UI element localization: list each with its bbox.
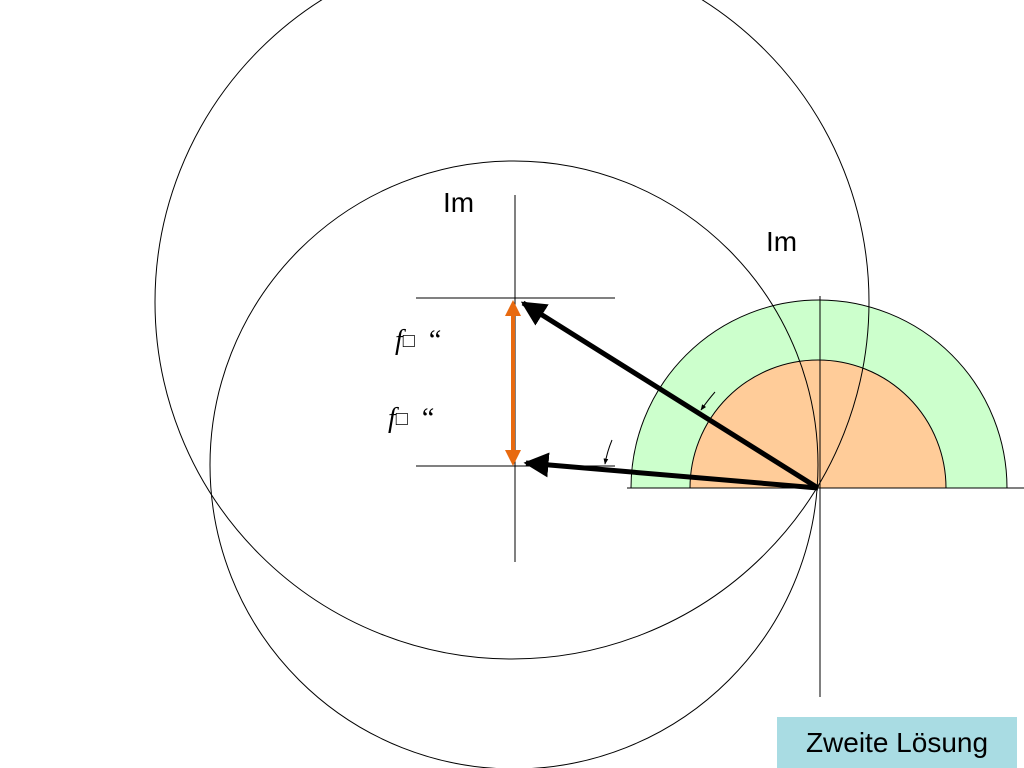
medium-circle [209,160,819,768]
vector-label-lower-symbol: f [388,403,399,434]
upper-phasor-vector [520,300,820,491]
vector-label-upper: f□ “ [395,325,441,356]
solution-badge: Zweite Lösung [777,717,1017,768]
inner-half-disc [689,359,947,489]
vector-label-upper-symbol: f [395,325,406,356]
vector-label-lower: f□ “ [388,403,434,434]
vector-label-lower-placeholder: □ [396,408,408,430]
vector-label-upper-placeholder: □ [403,330,415,352]
im-label-left: Im [443,187,474,218]
inner-arc-angle-arrow [700,391,716,411]
outer-arc-angle-arrow [603,439,613,465]
im-label-right: Im [766,226,797,257]
vector-label-lower-quote: “ [422,403,434,434]
solution-badge-text: Zweite Lösung [805,726,989,758]
vector-label-upper-quote: “ [429,325,441,356]
large-circle [154,0,870,660]
lower-phasor-vector [523,452,819,491]
